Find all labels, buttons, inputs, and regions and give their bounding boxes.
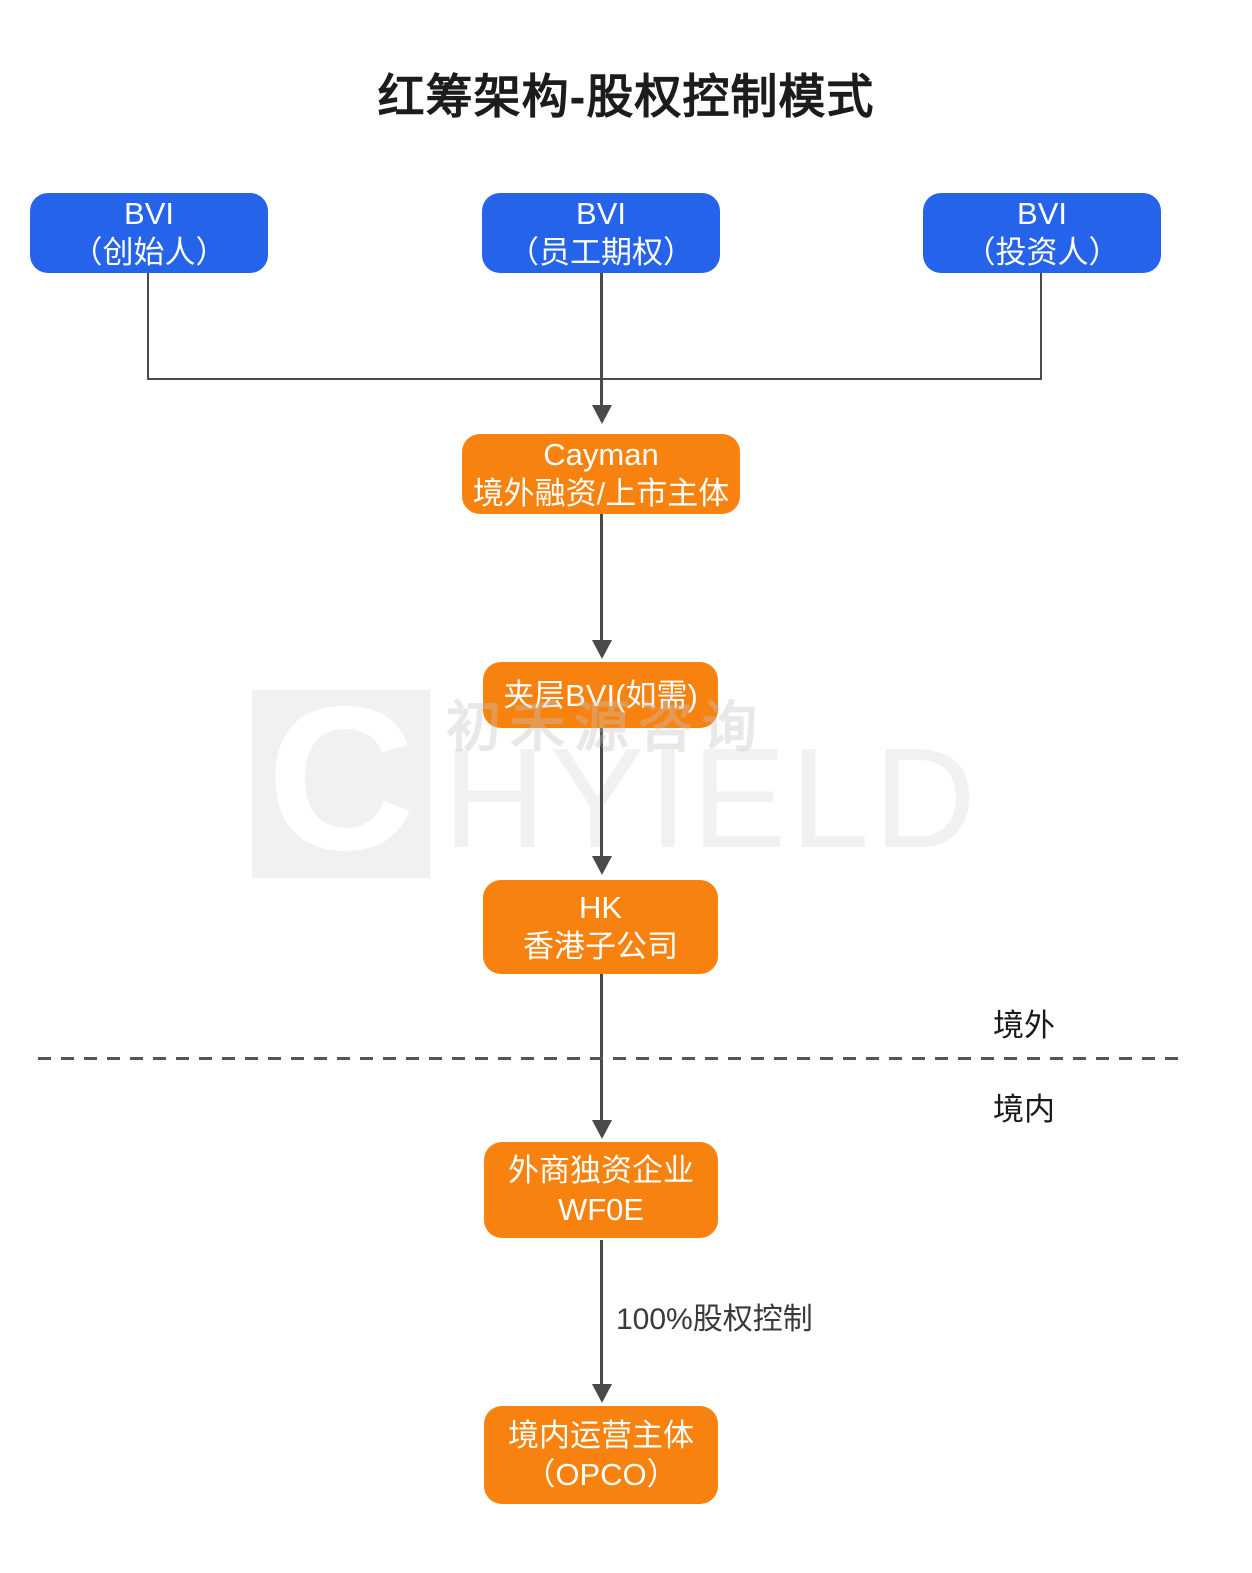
node-mezzanine-bvi: 夹层BVI(如需) <box>483 662 718 728</box>
node-text-line: 境外融资/上市主体 <box>472 476 730 511</box>
node-text-line: （OPCO） <box>524 1457 678 1492</box>
connector-mezz-to-hk <box>600 728 603 858</box>
connector-hk-to-wfoe <box>600 974 603 1122</box>
node-cayman: Cayman 境外融资/上市主体 <box>462 434 740 514</box>
connector-cayman-to-mezz <box>600 514 603 642</box>
arrow-down-head-wfoe <box>592 1120 612 1139</box>
label-onshore: 境内 <box>993 1092 1055 1127</box>
connector-merge-horizontal <box>147 378 1042 380</box>
node-hk-subsidiary: HK 香港子公司 <box>483 880 718 974</box>
arrow-down-head-cayman <box>592 405 612 424</box>
node-wfoe: 外商独资企业 WF0E <box>484 1142 718 1238</box>
label-offshore: 境外 <box>993 1008 1055 1043</box>
node-opco: 境内运营主体 （OPCO） <box>484 1406 718 1504</box>
node-text-line: BVI <box>576 196 626 231</box>
page-title: 红筹架构-股权控制模式 <box>377 70 875 123</box>
node-text-line: 香港子公司 <box>523 929 678 964</box>
connector-wfoe-to-opco <box>600 1240 603 1386</box>
node-text-line: Cayman <box>543 437 659 472</box>
watermark-logo-icon: C <box>252 676 430 881</box>
connector-bvi-investor-down <box>1040 273 1042 380</box>
connector-bvi-founder-down <box>147 273 149 380</box>
offshore-onshore-divider <box>38 1057 1185 1060</box>
label-equity-control: 100%股权控制 <box>616 1303 813 1336</box>
arrow-down-head-mezz <box>592 640 612 659</box>
node-text-line: 外商独资企业 <box>508 1153 694 1188</box>
node-bvi-investor: BVI （投资人） <box>923 193 1161 273</box>
node-text-line: BVI <box>124 196 174 231</box>
connector-to-cayman <box>600 273 603 407</box>
node-text-line: 境内运营主体 <box>508 1418 694 1453</box>
node-text-line: WF0E <box>557 1192 645 1227</box>
node-text-line: BVI <box>1017 196 1067 231</box>
node-text-line: （创始人） <box>71 235 227 270</box>
arrow-down-head-hk <box>592 856 612 875</box>
node-text-line: （员工期权） <box>508 235 694 270</box>
node-text-line: HK <box>578 890 623 925</box>
watermark-brand-text: HYIELD <box>443 719 980 878</box>
node-bvi-esop: BVI （员工期权） <box>482 193 720 273</box>
watermark-logo-letter: C <box>266 663 416 893</box>
node-text-line: 夹层BVI(如需) <box>503 677 698 713</box>
arrow-down-head-opco <box>592 1384 612 1403</box>
node-bvi-founder: BVI （创始人） <box>30 193 268 273</box>
node-text-line: （投资人） <box>964 235 1120 270</box>
